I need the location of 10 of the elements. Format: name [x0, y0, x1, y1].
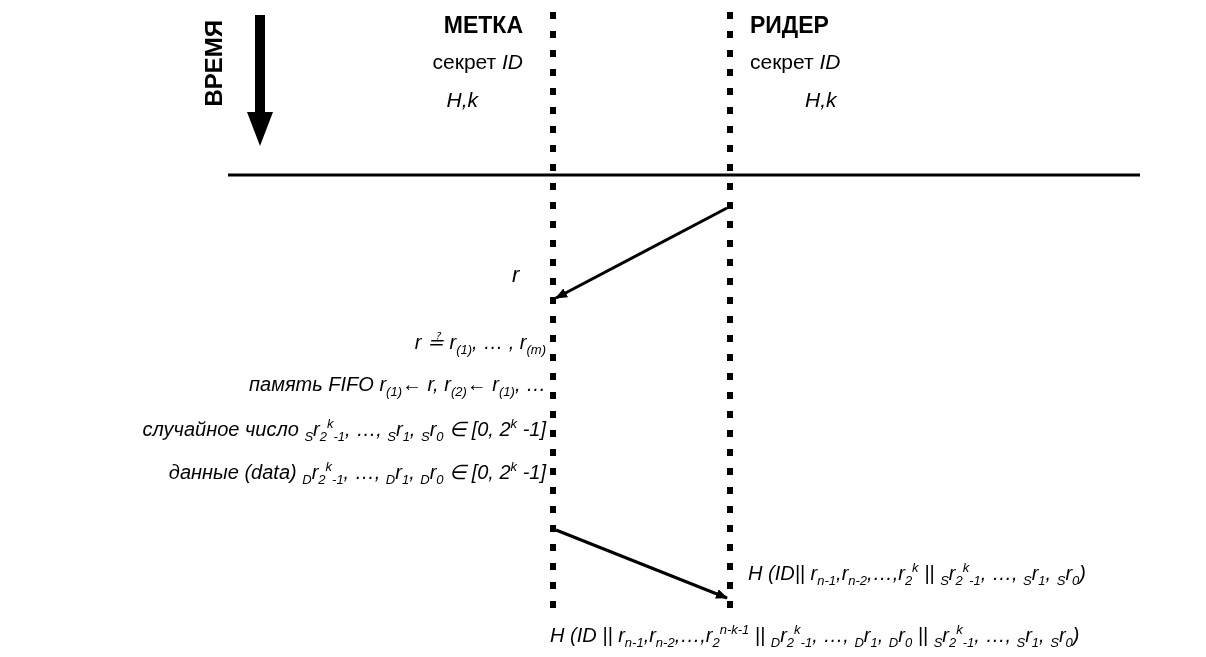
secret-text: секрет ID	[750, 50, 841, 74]
formula-text: память FIFO r$_{(1)}$← r, r$_{(2)}$← r$_{(1)}$, …	[249, 373, 546, 399]
parameters-text: H,k	[805, 88, 837, 112]
message-arrow	[555, 528, 728, 600]
participant-name: РИДЕР	[750, 12, 829, 39]
message-arrow	[555, 206, 728, 300]
participant-name: МЕТКА	[443, 12, 523, 39]
parameters-text: H,k	[446, 88, 478, 112]
secret-text: секрет ID	[432, 50, 523, 74]
time-label: ВРЕМЯ	[200, 20, 228, 107]
